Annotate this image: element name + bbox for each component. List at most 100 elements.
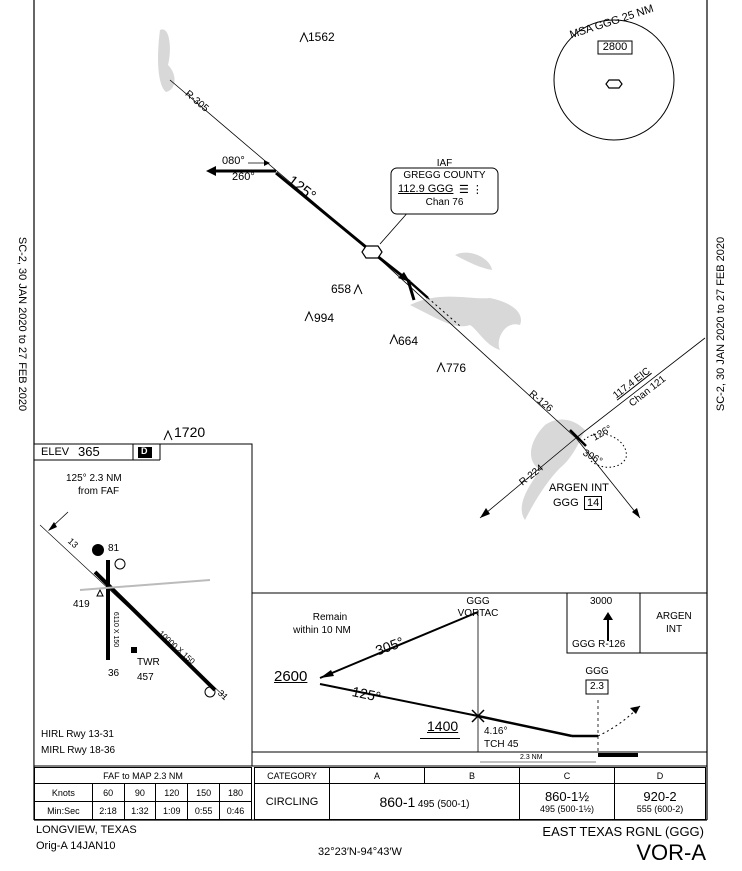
ggg-dme: 2.3: [590, 681, 604, 692]
vortac-label-1: GGG: [466, 596, 490, 607]
obstacle-1720-icon: [163, 429, 173, 441]
beacon-icon: [92, 544, 104, 556]
city-label: LONGVIEW, TEXAS: [36, 824, 137, 836]
mirl-label: MIRL Rwy 18-36: [41, 745, 116, 756]
course-260-label: 260°: [232, 171, 255, 183]
inbound-125: [319, 683, 479, 717]
obstacle-1562: 1562: [308, 30, 335, 44]
argen-fix-mark: [569, 429, 587, 447]
remain-2: within 10 NM: [293, 625, 351, 636]
knots-cell: 120: [155, 783, 189, 802]
hirl-label: HIRL Rwy 13-31: [41, 729, 114, 740]
rwy-36-label: 36: [108, 668, 120, 679]
elev-value: 365: [78, 444, 100, 459]
airport-name: EAST TEXAS RGNL (GGG): [542, 824, 704, 839]
approach-course-arrow: [398, 272, 410, 282]
circling-ab-main: 860-1: [379, 793, 416, 810]
vortac-symbol: [361, 245, 383, 259]
iaf-leader: [379, 209, 411, 245]
obstacle-776: 776: [446, 361, 467, 375]
msa-vortac-icon: [605, 79, 623, 89]
vortac-label-2: VORTAC: [457, 608, 499, 619]
msa-circle: [553, 19, 675, 141]
orig-label: Orig-A 14JAN10: [36, 840, 116, 852]
glideslope-angle: 4.16°: [484, 726, 508, 737]
iaf-freq: 112.9 GGG: [398, 183, 454, 195]
left-margin-dates: SC-2, 30 JAN 2020 to 27 FEB 2020: [16, 236, 28, 412]
knots-cell: 90: [123, 783, 157, 802]
cat-a: A: [329, 767, 425, 784]
course-080-label: 080°: [222, 155, 245, 167]
ggg-approach-line: [575, 437, 641, 519]
time-cell: 1:32: [123, 801, 157, 820]
obstacle-symbols: [163, 31, 446, 441]
argen-ggg: GGG: [553, 497, 579, 509]
course-260-arrow: [206, 166, 216, 176]
obstacle-658: 658: [331, 282, 352, 296]
faf-note-1: 125° 2.3 NM: [66, 473, 122, 484]
category-label: CATEGORY: [254, 767, 330, 784]
time-cell: 0:55: [187, 801, 221, 820]
obstacle-658-icon: [353, 283, 363, 295]
knots-cell: 150: [187, 783, 221, 802]
circling-label: CIRCLING: [254, 783, 330, 820]
radial-224-line: [479, 437, 577, 519]
faf-note-2: from FAF: [78, 486, 120, 497]
lake-small: [455, 252, 492, 270]
circling-ab-sub: 495 (500-1): [417, 798, 470, 810]
obstacle-994-icon: [304, 310, 314, 322]
eic-radial-line: [575, 337, 706, 439]
obstacle-664-icon: [389, 333, 399, 345]
missed-approach-path: [597, 705, 641, 737]
radial-126-line: [371, 251, 577, 439]
procedure-name: VOR-A: [636, 840, 706, 865]
lake-north: [158, 29, 175, 92]
cat-c: C: [519, 767, 615, 784]
tch: TCH 45: [484, 739, 519, 750]
final-descent: [477, 714, 573, 738]
tower-icon: [131, 647, 137, 653]
obstacle-664: 664: [398, 334, 419, 348]
distance-label: 2.3 NM: [520, 754, 543, 761]
runway-13-31: [93, 570, 217, 692]
elev-81: 81: [108, 543, 120, 554]
lake-south: [521, 419, 585, 520]
minsec-label: Min:Sec: [34, 801, 93, 820]
argen-name: ARGEN INT: [549, 482, 609, 494]
hold-up-arrow: [603, 612, 613, 620]
cat-b: B: [424, 767, 520, 784]
ggg-dme-box: [585, 679, 609, 695]
obstacle-776-icon: [436, 361, 446, 373]
radial-224-arrow: [480, 508, 490, 518]
msa-altitude: 2800: [602, 41, 628, 53]
iaf-name: GREGG COUNTY: [403, 170, 486, 181]
time-cell: 1:09: [155, 801, 189, 820]
coordinates: 32°23′N-94°43′W: [318, 846, 402, 858]
tower-label: TWR: [137, 657, 160, 668]
tower-elev: 457: [137, 672, 154, 683]
faf-marker: [406, 279, 416, 301]
course-080-arrow: [264, 160, 270, 166]
faf-map-header: FAF to MAP 2.3 NM: [34, 767, 252, 784]
circling-d-sub: 555 (600-2): [636, 804, 684, 814]
circling-c: 860-1½ 495 (500-1½): [519, 783, 615, 820]
knots-cell: 60: [91, 783, 125, 802]
faf-segment: [409, 281, 429, 299]
circling-d-main: 920-2: [643, 789, 677, 804]
outbound-305: [319, 611, 479, 679]
alt-2600: 2600: [274, 668, 308, 685]
d-symbol: D: [141, 446, 148, 456]
hold-fix: GGG R-126: [572, 639, 626, 650]
knots-cell: 180: [219, 783, 252, 802]
msa-alt-box: [597, 40, 633, 55]
airport-box: [33, 443, 253, 767]
time-cell: 2:18: [91, 801, 125, 820]
knots-label: Knots: [34, 783, 93, 802]
circling-ab: 860-1 495 (500-1): [329, 783, 520, 820]
feeder-course: [275, 171, 373, 254]
argen-hold: [583, 433, 627, 468]
faf-map-table: FAF to MAP 2.3 NM Knots 60 90 120 150 18…: [34, 767, 252, 820]
lake-middle: [410, 296, 521, 350]
argen-profile-1: ARGEN: [656, 611, 692, 622]
iaf-box: [390, 167, 499, 215]
